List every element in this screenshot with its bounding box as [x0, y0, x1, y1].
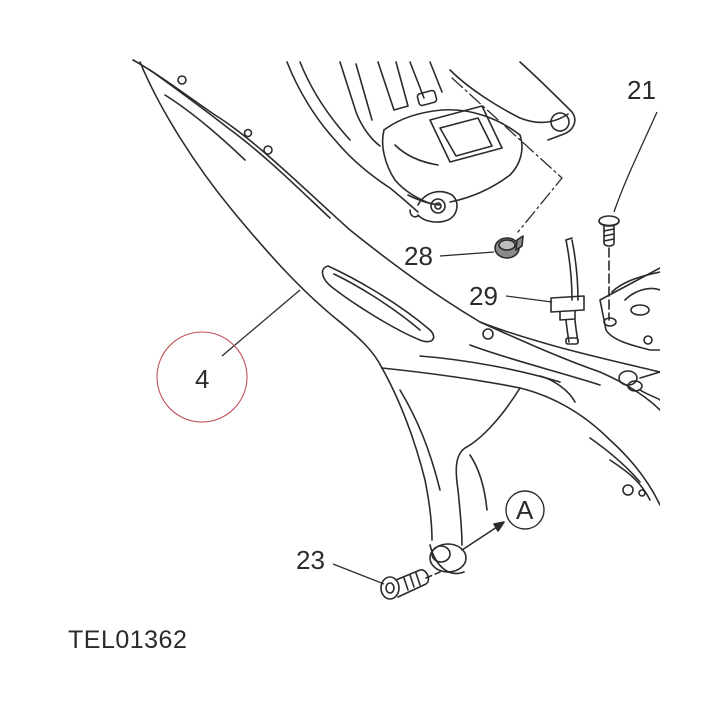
cable-tie-part-29	[550, 237, 585, 345]
alignment-line-28	[451, 77, 563, 233]
callout-4: 4	[195, 364, 209, 394]
callout-21: 21	[627, 75, 656, 105]
leader-line-21	[613, 111, 658, 213]
leader-line-29	[505, 295, 553, 303]
screw-part-21	[598, 215, 620, 321]
callout-28: 28	[404, 241, 433, 271]
view-a-circle	[505, 490, 545, 530]
callout-view-a: A	[516, 495, 534, 525]
leader-line-28	[439, 251, 495, 257]
callout-23: 23	[296, 545, 325, 575]
bolt-part-23	[380, 569, 441, 600]
reference-code: TEL01362	[68, 626, 188, 654]
edge-clip	[618, 370, 660, 401]
view-a-arrow	[461, 521, 505, 551]
callout-29: 29	[469, 281, 498, 311]
leader-line-4	[221, 289, 301, 357]
right-bracket-plate	[599, 267, 660, 351]
subframe-part-4	[132, 59, 660, 575]
grommet-part-28	[494, 235, 524, 259]
leader-line-23	[332, 563, 385, 585]
highlight-circle	[156, 331, 248, 423]
upper-tray-assembly	[286, 61, 576, 223]
